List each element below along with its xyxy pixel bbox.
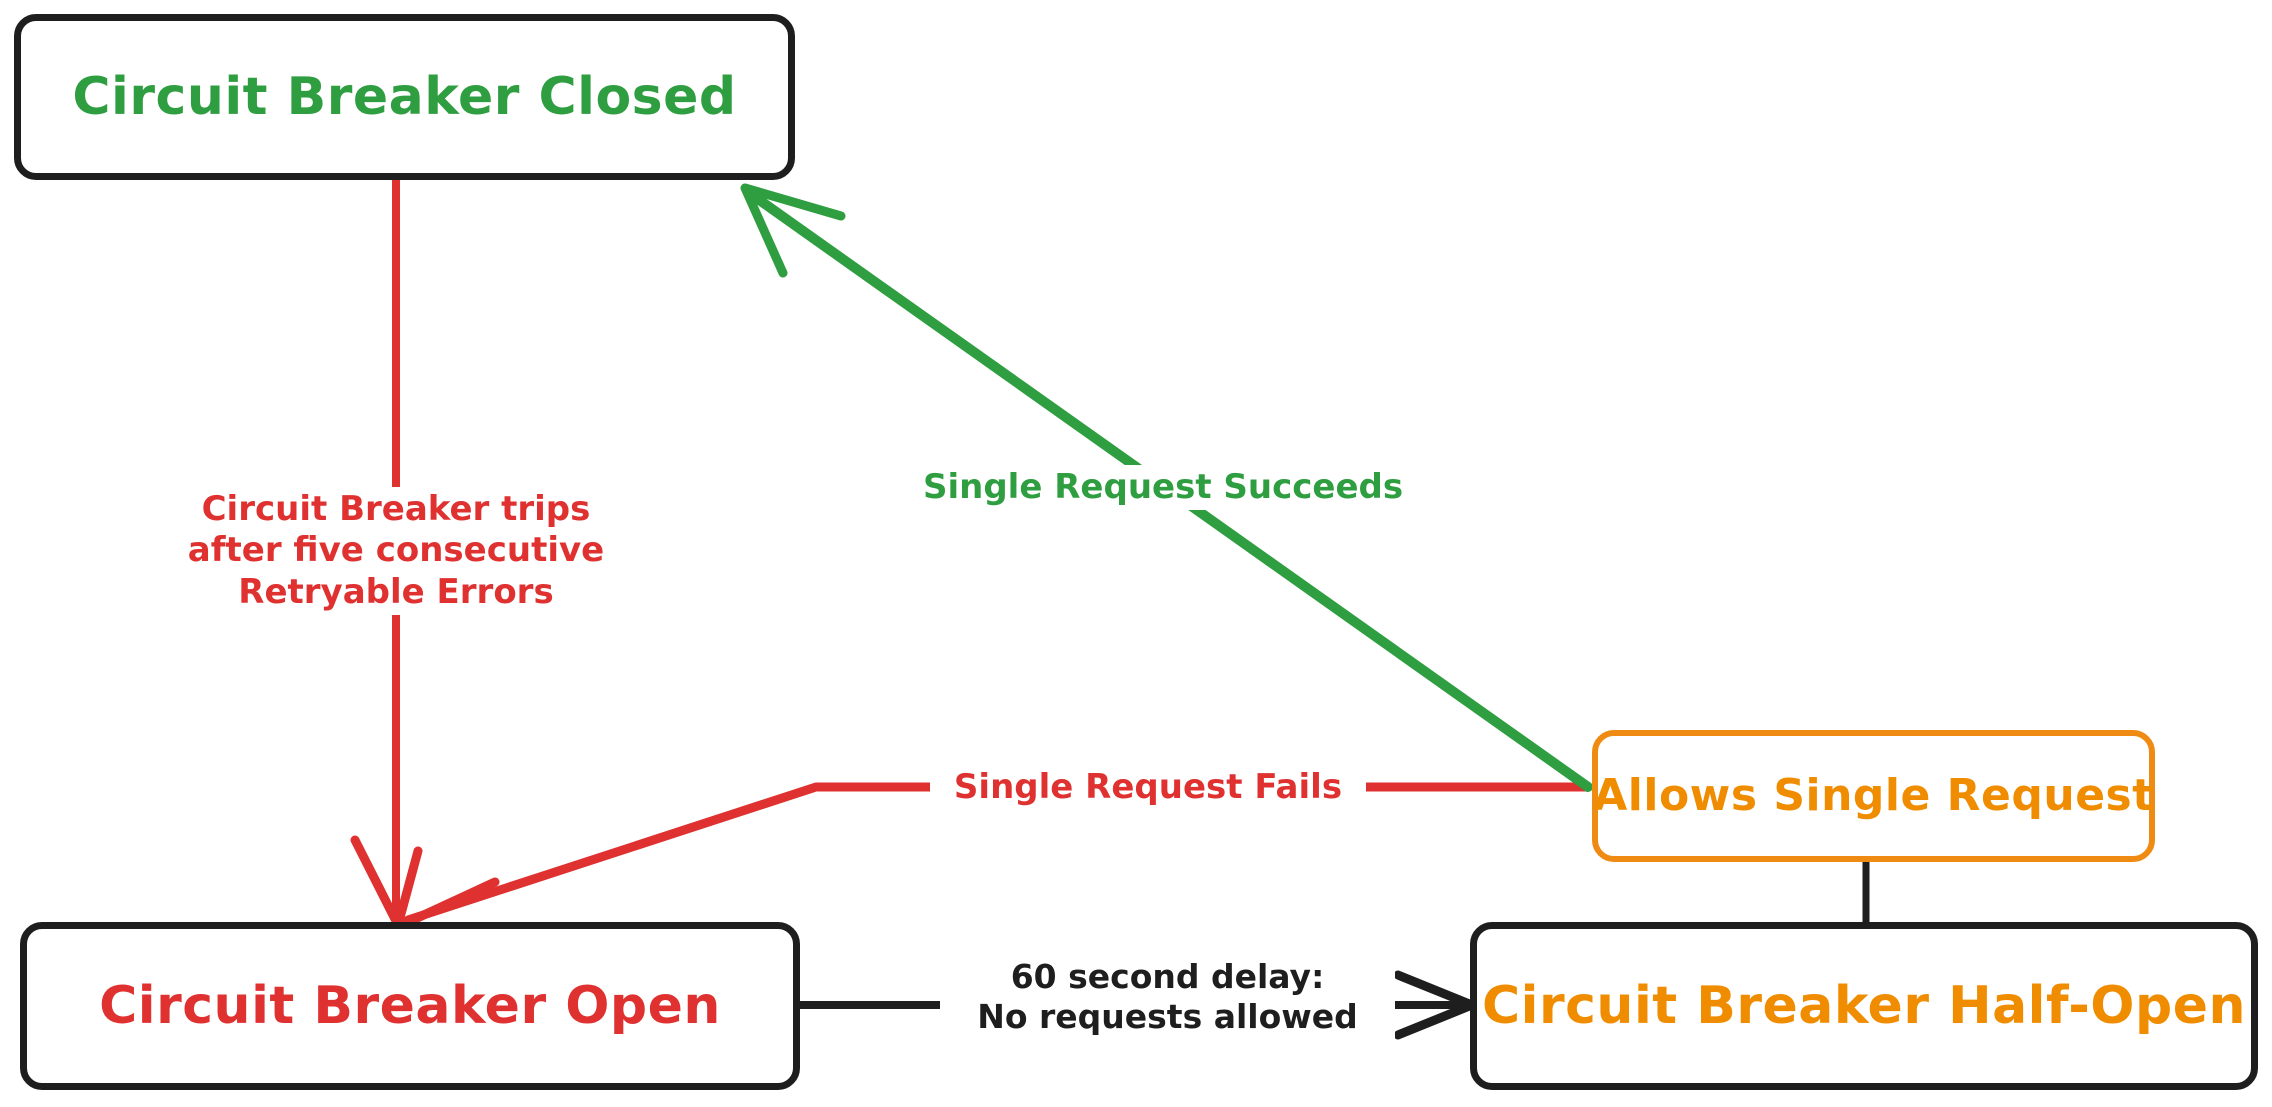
edge-label-single-request-fails: Single Request Fails xyxy=(930,765,1366,811)
edge-label-line-2: after five consecutive xyxy=(187,530,605,571)
node-circuit-breaker-open[interactable]: Circuit Breaker Open xyxy=(20,922,800,1090)
node-circuit-breaker-closed-label: Circuit Breaker Closed xyxy=(72,67,737,127)
node-allows-single-request[interactable]: Allows Single Request xyxy=(1592,730,2155,862)
edge-label-line-3: Retryable Errors xyxy=(238,571,554,612)
edge-closed-to-open-arrowhead xyxy=(350,835,423,930)
node-circuit-breaker-open-label: Circuit Breaker Open xyxy=(99,976,721,1036)
edge-label-line-1: Single Request Fails xyxy=(953,767,1343,807)
edge-label-line-1: 60 second delay: xyxy=(1010,957,1325,996)
edge-label-single-request-succeeds: Single Request Succeeds xyxy=(913,465,1413,511)
node-circuit-breaker-half-open[interactable]: Circuit Breaker Half-Open xyxy=(1470,922,2258,1090)
edge-label-line-2: No requests allowed xyxy=(977,997,1358,1037)
edge-allows-to-closed-arrowhead xyxy=(740,183,846,278)
node-circuit-breaker-half-open-label: Circuit Breaker Half-Open xyxy=(1481,976,2247,1036)
node-circuit-breaker-closed[interactable]: Circuit Breaker Closed xyxy=(14,14,795,180)
edge-label-line-1: Single Request Succeeds xyxy=(923,467,1404,507)
edge-label-circuit-breaker-trips: Circuit Breaker trips after five consecu… xyxy=(156,487,636,616)
edge-label-line-1: Circuit Breaker trips xyxy=(201,489,591,529)
node-allows-single-request-label: Allows Single Request xyxy=(1593,770,2154,821)
edge-label-60-second-delay: 60 second delay: No requests allowed xyxy=(940,955,1395,1040)
